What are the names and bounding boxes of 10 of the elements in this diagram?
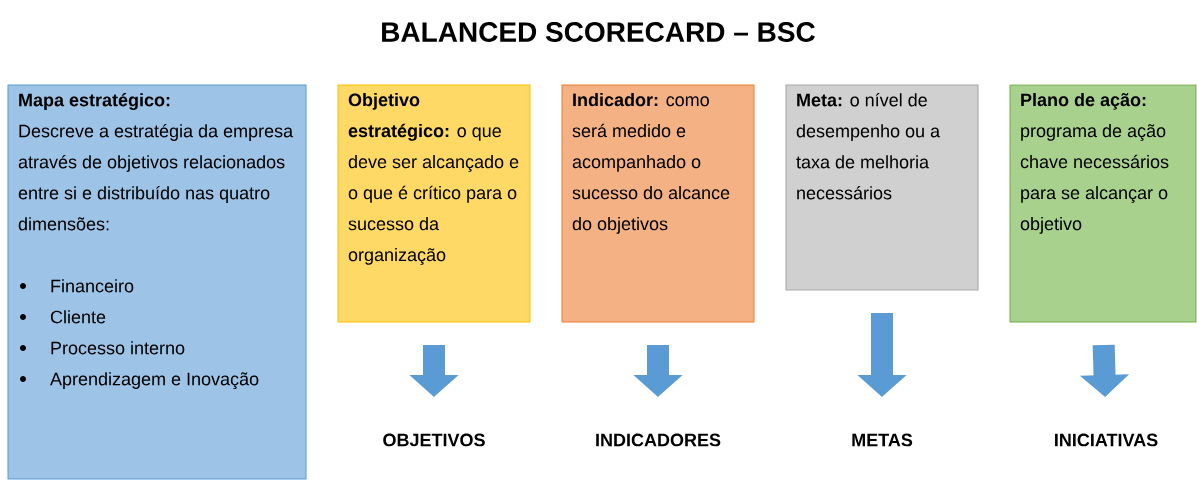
strategy-map-box: Mapa estratégico: Descreve a estratégia da empresa através de objetivos relacionados entre si e distribuído nas quatro dimensões: Financeiro Cliente Processo interno Aprendizagem e Inovação xyxy=(7,84,307,480)
column-label: OBJETIVOS xyxy=(383,433,485,447)
definition-box: Objetivo estratégico: o que deve ser alcançado e o que é crítico para o sucesso da organização xyxy=(337,84,531,323)
column-label: INICIATIVAS xyxy=(1055,433,1158,447)
definition-box: Meta: o nível de desempenho ou a taxa de melhoria necessários xyxy=(785,84,979,291)
definition-box: Indicador: como será medido e acompanhado o sucesso do alcance do objetivos xyxy=(561,84,755,323)
title: BALANCED SCORECARD – BSC xyxy=(382,22,815,42)
definition-box: Plano de ação: programa de ação chave necessários para se alcançar o objetivo xyxy=(1009,84,1197,323)
column-label: METAS xyxy=(852,433,913,447)
column-label: INDICADORES xyxy=(596,433,721,447)
